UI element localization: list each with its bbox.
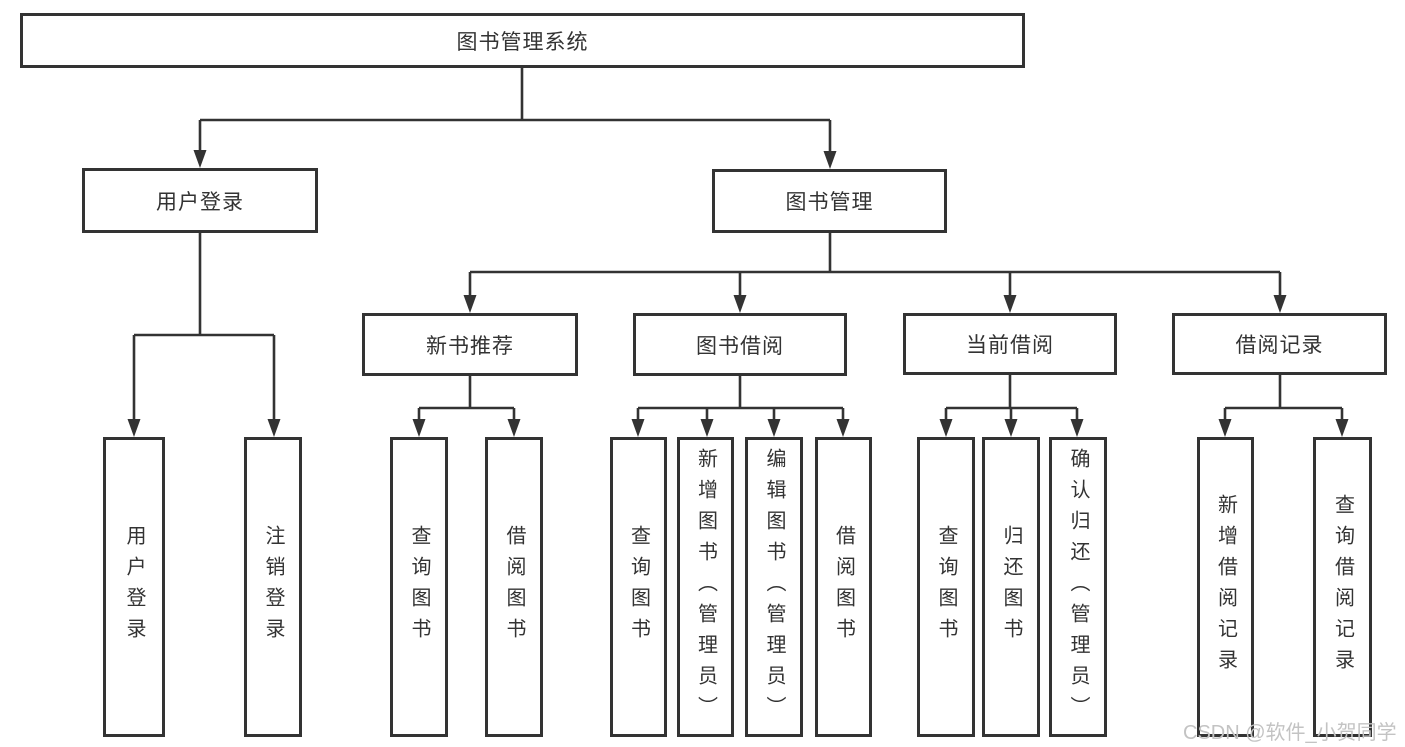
connector-book-mgmt-to-level3: [463, 233, 1287, 313]
leaf-borrow-books: 借阅图书: [815, 437, 872, 737]
connector-root-to-level2: [193, 68, 837, 169]
connector-borrow-record-to-leaves: [1218, 375, 1349, 437]
csdn-watermark: CSDN @软件_小贺同学: [1183, 722, 1397, 744]
node-book-borrow: 图书借阅: [633, 313, 847, 376]
leaf-user-login: 用户登录: [103, 437, 165, 737]
leaf-logout: 注销登录: [244, 437, 302, 737]
node-root-library-system: 图书管理系统: [20, 13, 1025, 68]
leaf-query-books-recommend: 查询图书: [390, 437, 448, 737]
node-user-login: 用户登录: [82, 168, 318, 233]
connector-book-borrow-to-leaves: [631, 376, 850, 437]
leaf-add-borrow-record: 新增借阅记录: [1197, 437, 1254, 737]
leaf-confirm-return-admin: 确认归还（管理员）: [1049, 437, 1107, 737]
leaf-query-borrow-record: 查询借阅记录: [1313, 437, 1372, 737]
connector-current-borrow-to-leaves: [939, 375, 1084, 437]
leaf-add-books-admin: 新增图书（管理员）: [677, 437, 734, 737]
connector-user-login-to-leaves: [127, 233, 281, 437]
leaf-return-books: 归还图书: [982, 437, 1040, 737]
connector-new-book-to-leaves: [412, 376, 521, 437]
leaf-borrow-books-recommend: 借阅图书: [485, 437, 543, 737]
node-current-borrow: 当前借阅: [903, 313, 1117, 375]
node-borrow-record: 借阅记录: [1172, 313, 1387, 375]
leaf-query-books-current: 查询图书: [917, 437, 975, 737]
node-new-book-recommend: 新书推荐: [362, 313, 578, 376]
leaf-edit-books-admin: 编辑图书（管理员）: [745, 437, 803, 737]
node-book-management: 图书管理: [712, 169, 947, 233]
leaf-query-books-borrow: 查询图书: [610, 437, 667, 737]
